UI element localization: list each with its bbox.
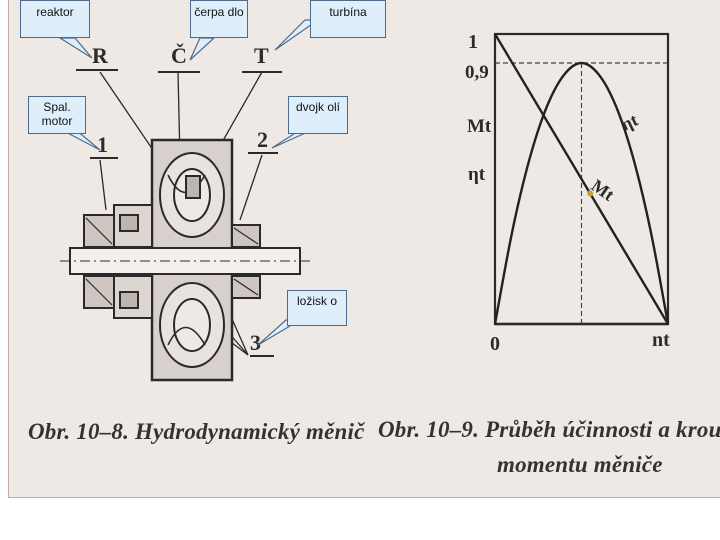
chart-plot-area xyxy=(493,33,670,325)
label-C: Č xyxy=(171,43,187,68)
x-axis-label: nt xyxy=(652,329,670,351)
moment-line-marker xyxy=(587,190,594,197)
callout-cerpadlo: čerpa dlo xyxy=(190,0,248,38)
callout-reaktor: reaktor xyxy=(20,0,90,38)
y-tick-1: 1 xyxy=(468,31,478,53)
label-1: 1 xyxy=(97,132,108,157)
label-2: 2 xyxy=(257,127,268,152)
callout-dvojkoli: dvojk olí xyxy=(288,96,348,134)
callout-lozisko: ložisk o xyxy=(287,290,347,326)
y-label-Mt: Mt xyxy=(467,116,492,137)
series-efficiency-curve xyxy=(493,61,670,325)
y-tick-0-9: 0,9 xyxy=(465,62,489,83)
label-T: T xyxy=(254,43,269,68)
origin-label: 0 xyxy=(490,333,500,355)
callout-spal-motor: Spal. motor xyxy=(28,96,86,134)
label-R: R xyxy=(92,43,109,68)
right-figure-caption-line2: momentu měniče xyxy=(497,452,663,477)
label-3: 3 xyxy=(250,330,261,355)
callout-turbina: turbína xyxy=(310,0,386,38)
left-figure-caption: Obr. 10–8. Hydrodynamický měnič xyxy=(28,419,365,444)
curve-label-Mt: Mt xyxy=(588,175,618,205)
converter-cross-section xyxy=(60,69,310,382)
curve-label-eta: ηt xyxy=(618,110,641,135)
y-label-eta: ηt xyxy=(468,164,486,185)
converter-letter-labels: R Č T 1 2 3 xyxy=(92,43,269,355)
right-figure-caption-line1: Obr. 10–9. Průběh účinnosti a krou xyxy=(378,417,720,442)
series-moment-line xyxy=(493,33,670,325)
